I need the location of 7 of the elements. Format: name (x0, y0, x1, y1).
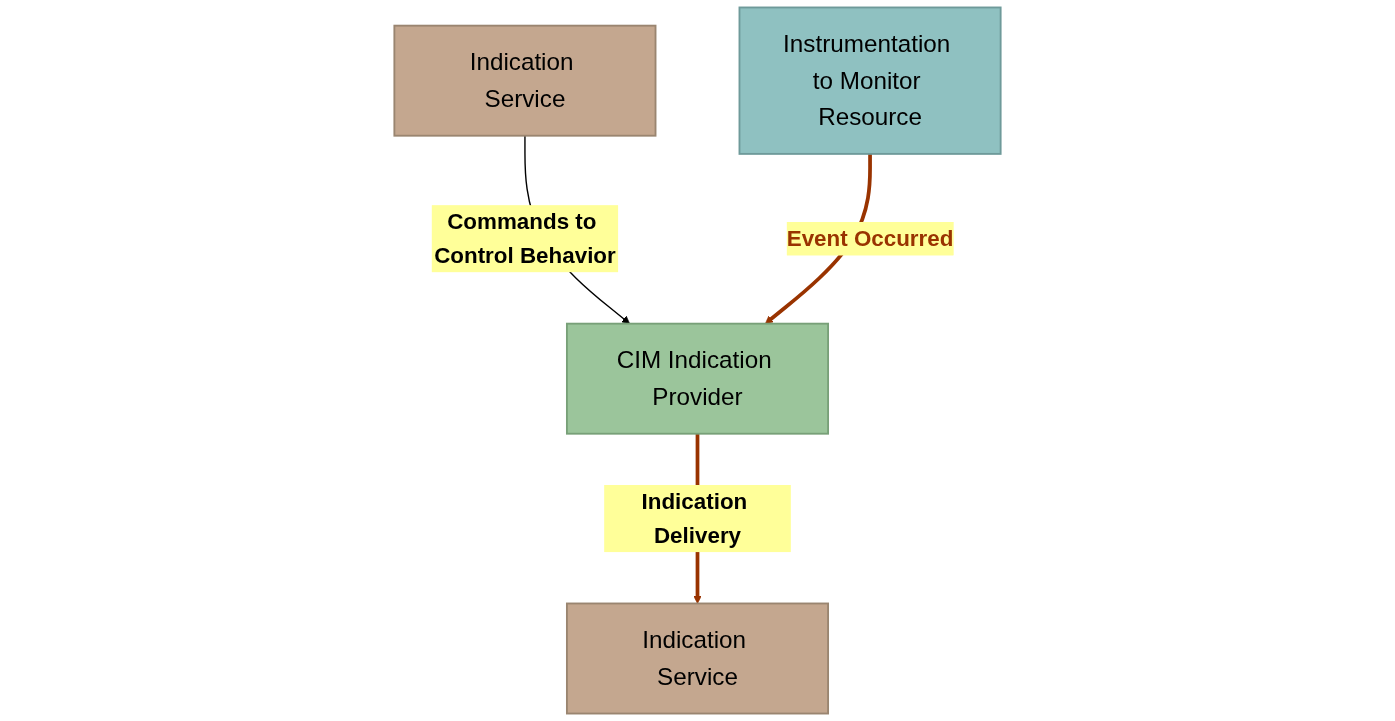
edge-label: Commands to Control Behavior (434, 208, 616, 268)
node-box: CIM Indication Provider (566, 322, 829, 435)
node-box: Instrumentation to Monitor Resource (738, 6, 1002, 155)
edge-label: Indication Delivery (641, 488, 748, 548)
node-box: Indication Service (393, 24, 657, 137)
edge-label: Event Occurred (786, 225, 954, 251)
node-box: Indication Service (566, 602, 829, 715)
